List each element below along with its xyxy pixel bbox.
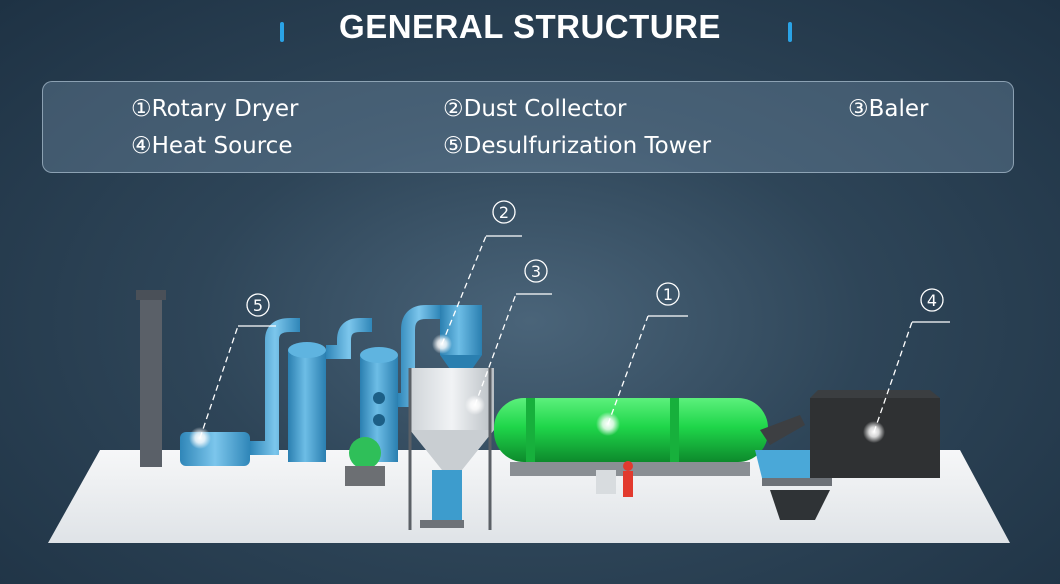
- desulfurization-tower-1: [288, 350, 326, 462]
- feed-conveyor: [760, 415, 805, 445]
- marker-3-label: 3: [531, 262, 541, 281]
- marker-2-label: 2: [499, 203, 509, 222]
- legend-item-desulfurization-tower: ⑤Desulfurization Tower: [443, 133, 712, 159]
- worker-figure: [623, 461, 633, 471]
- title-bar: GENERAL STRUCTURE: [0, 0, 1060, 62]
- legend-item-heat-source: ④Heat Source: [131, 133, 293, 159]
- marker-4: 4: [863, 288, 950, 443]
- control-cabinet: [596, 470, 616, 494]
- legend-item-dust-collector: ②Dust Collector: [443, 96, 627, 122]
- title-accent-left: [280, 22, 284, 42]
- marker-2: 2: [432, 200, 522, 354]
- chimney: [140, 295, 162, 467]
- baler-press: [432, 470, 462, 522]
- legend-panel: ①Rotary Dryer ②Dust Collector ③Baler ④He…: [42, 81, 1014, 173]
- legend-item-rotary-dryer: ①Rotary Dryer: [131, 96, 299, 122]
- marker-1-label: 1: [663, 285, 673, 304]
- page-title: GENERAL STRUCTURE: [339, 8, 721, 45]
- title-accent-right: [788, 22, 792, 42]
- rotary-dryer-drum: [494, 398, 768, 462]
- blower-fan: [349, 437, 381, 469]
- legend-item-baler: ③Baler: [848, 96, 929, 122]
- marker-5: 5: [189, 293, 276, 449]
- marker-1: 1: [596, 282, 688, 436]
- marker-5-label: 5: [253, 296, 263, 315]
- marker-4-label: 4: [927, 291, 937, 310]
- marker-3: 3: [465, 259, 552, 415]
